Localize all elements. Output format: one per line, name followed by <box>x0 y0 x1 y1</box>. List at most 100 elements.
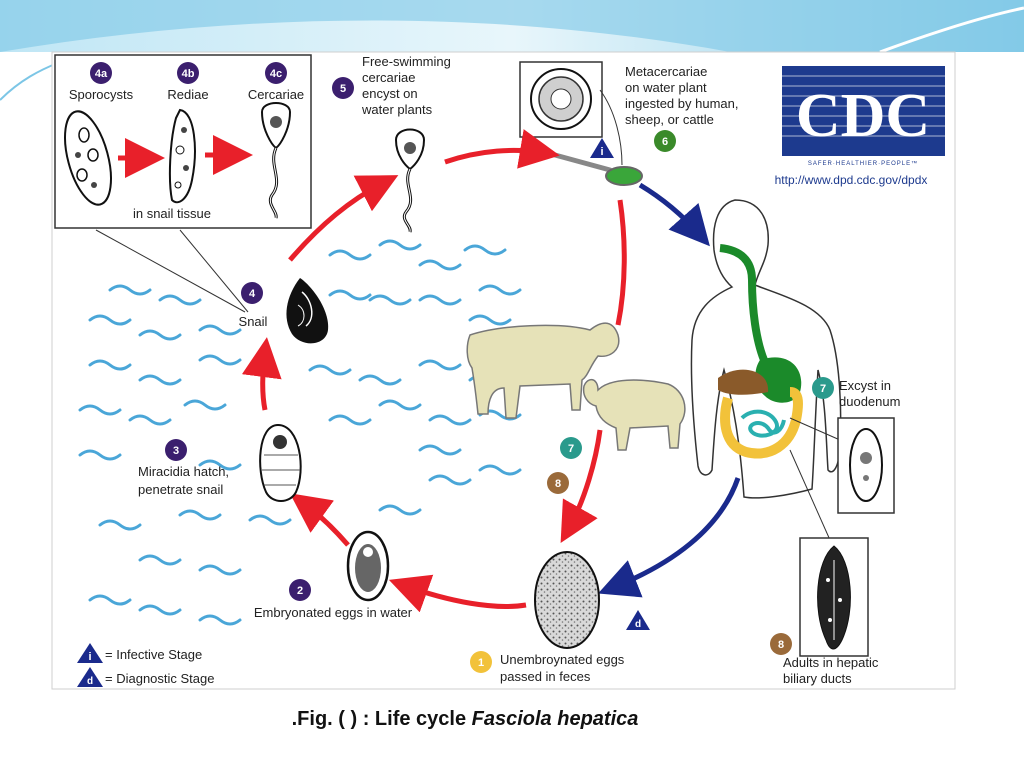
arrow-human-to-eggs <box>598 477 741 598</box>
caption-species: Fasciola hepatica <box>471 708 639 730</box>
stage-1: d 1 Unembroynated eggs passed in feces <box>470 551 650 684</box>
water-wave <box>328 289 372 301</box>
stage-3: 3 Miracidia hatch, penetrate snail <box>138 423 302 502</box>
cdc-tagline: SAFER·HEALTHIER·PEOPLE™ <box>808 160 918 167</box>
water-wave <box>138 329 182 341</box>
stage-3-number: 3 <box>173 445 179 457</box>
water-wave <box>308 364 352 376</box>
stage-4b-number: 4b <box>182 68 195 80</box>
cattle-illustration <box>466 322 620 419</box>
water-wave <box>428 474 472 486</box>
water-wave <box>198 564 242 576</box>
free-cercaria-illustration <box>394 128 426 233</box>
water-wave <box>128 414 172 426</box>
embryonated-egg-illustration <box>346 530 390 602</box>
stage-6-line-3: ingested by human, <box>625 96 738 111</box>
animal-stage-7: 7 <box>560 437 582 459</box>
stage-1-line-1: Unembroynated eggs <box>500 652 625 667</box>
stage-7-number: 7 <box>820 383 826 395</box>
stage-8-number: 8 <box>778 639 784 651</box>
stage-8-line-2: biliary ducts <box>783 671 852 686</box>
esophagus <box>719 244 768 362</box>
water-wave <box>418 444 462 456</box>
snail-tissue-label: in snail tissue <box>133 206 211 221</box>
blue-arrows <box>598 182 741 598</box>
water-wave <box>328 414 372 426</box>
legend-diagnostic-label: = Diagnostic Stage <box>105 671 214 686</box>
water-wave <box>138 554 182 566</box>
stage-6-number: 6 <box>662 136 668 148</box>
water-wave <box>88 359 132 371</box>
stage-3-line-2: penetrate snail <box>138 482 223 497</box>
stage-4b-label: Rediae <box>167 87 208 102</box>
water-wave <box>198 459 242 471</box>
arrow-miracidium-to-snail <box>241 337 282 411</box>
snail-illustration <box>286 278 329 344</box>
liver <box>718 369 769 395</box>
rediae-illustration <box>168 108 196 204</box>
stage-6-line-4: sheep, or cattle <box>625 112 714 127</box>
stage-6: i Metacercariae on water plant ingested … <box>519 61 738 186</box>
water-wave <box>378 399 422 411</box>
diagnostic-stage-marker: d <box>626 610 650 630</box>
arrow-cercaria-to-plant <box>444 129 560 169</box>
cdc-url: http://www.dpd.cdc.gov/dpdx <box>775 173 928 187</box>
stage-2: 2 Embryonated eggs in water <box>254 530 413 620</box>
stage-7: 7 Excyst in duodenum <box>789 377 900 514</box>
stage-2-number: 2 <box>297 585 303 597</box>
arrow-plant-to-animals <box>615 199 627 326</box>
small-intestine <box>740 409 786 438</box>
stage-4-number: 4 <box>249 288 256 300</box>
unembryonated-egg-illustration <box>534 551 600 649</box>
stage-5-number: 5 <box>340 83 346 95</box>
stage-7-line-1: Excyst in <box>839 378 891 393</box>
stage-4a: 4a Sporocysts <box>64 62 134 206</box>
stage-4: 4 Snail <box>239 278 329 344</box>
cdc-logo: CDC <box>782 66 945 156</box>
stage-3-line-1: Miracidia hatch, <box>138 464 229 479</box>
cercaria-illustration <box>260 102 292 219</box>
stage-4a-label: Sporocysts <box>69 87 134 102</box>
large-intestine <box>720 387 803 459</box>
animal-stage-7-number: 7 <box>568 443 574 455</box>
water-wave <box>418 294 462 306</box>
stage-7-line-2: duodenum <box>839 394 900 409</box>
arrow-embryonated-to-miracidium <box>289 493 350 547</box>
stage-5-line-1: Free-swimming <box>362 54 451 69</box>
stage-5-line-4: water plants <box>361 102 433 117</box>
miracidium-illustration <box>259 423 302 502</box>
water-wave <box>198 324 242 336</box>
water-wave <box>98 519 142 531</box>
water-wave <box>478 464 522 476</box>
stage-2-label: Embryonated eggs in water <box>254 605 413 620</box>
water-wave <box>78 449 122 461</box>
figure-caption: .Fig. ( ) : Life cycle Fasciola hepatica <box>0 708 930 731</box>
stage-6-line-1: Metacercariae <box>625 64 707 79</box>
water-wave <box>418 259 462 271</box>
water-wave <box>78 404 122 416</box>
water-wave <box>378 239 422 251</box>
arrow-plant-to-human <box>638 182 710 247</box>
diagnostic-marker-letter: d <box>635 619 641 630</box>
arrow-animals-to-eggs <box>560 429 603 544</box>
water-wave <box>88 314 132 326</box>
stage-1-line-2: passed in feces <box>500 669 591 684</box>
stage-4c-number: 4c <box>270 68 282 80</box>
stage-5-line-3: encyst on <box>362 86 418 101</box>
water-wave <box>418 359 462 371</box>
arrow-snail-to-cercaria <box>288 175 399 262</box>
stage-4c-label: Cercariae <box>248 87 304 102</box>
water-wave <box>478 284 522 296</box>
water-wave <box>248 514 292 526</box>
water-wave <box>468 314 512 326</box>
water-wave <box>463 244 507 256</box>
infective-marker-letter: i <box>600 146 603 158</box>
arrow-eggs-to-embryonated <box>388 574 527 613</box>
stage-4a-number: 4a <box>95 68 108 80</box>
water-wave <box>158 294 202 306</box>
water-wave <box>328 249 372 261</box>
animal-stage-8: 8 <box>547 472 569 494</box>
cdc-logo-text: CDC <box>796 82 930 150</box>
water-wave <box>198 354 242 366</box>
stage-5: 5 Free-swimming cercariae encyst on wate… <box>332 54 451 233</box>
